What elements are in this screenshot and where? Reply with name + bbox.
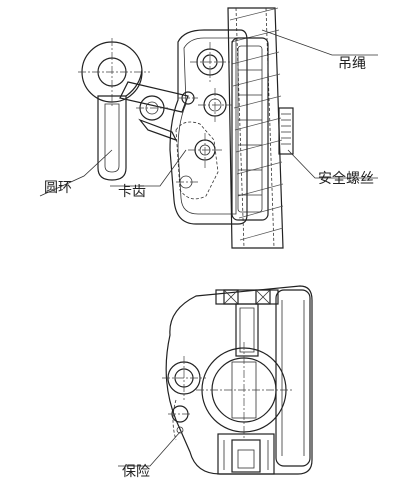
bracket-leader	[118, 431, 181, 467]
lever-arm	[119, 81, 189, 142]
label-ring: 圆环	[44, 180, 72, 196]
central-bore	[196, 342, 292, 438]
lower-view: 保险	[118, 285, 313, 480]
top-bolt	[190, 42, 230, 82]
lower-housing	[165, 285, 313, 475]
label-bracket: 保险	[122, 464, 150, 480]
cam-outline	[175, 121, 219, 200]
label-cam: 卡齿	[118, 184, 146, 200]
left-lug	[162, 356, 206, 400]
safety-bracket	[168, 399, 192, 441]
upper-view: 吊绳 安全螺丝 圆环 卡齿	[39, 7, 378, 249]
jaw-plates	[215, 289, 311, 467]
ring	[78, 38, 150, 181]
label-safety-screw: 安全螺丝	[318, 170, 374, 187]
bottom-jaw	[217, 433, 275, 475]
safety-screw	[278, 107, 294, 155]
mid-pivot	[198, 88, 232, 122]
clamp-body	[169, 29, 269, 225]
cam-pivot	[188, 133, 222, 168]
label-rope: 吊绳	[338, 56, 366, 72]
leader-lines	[39, 29, 378, 197]
rope-band	[227, 7, 284, 249]
small-pin	[178, 91, 198, 105]
